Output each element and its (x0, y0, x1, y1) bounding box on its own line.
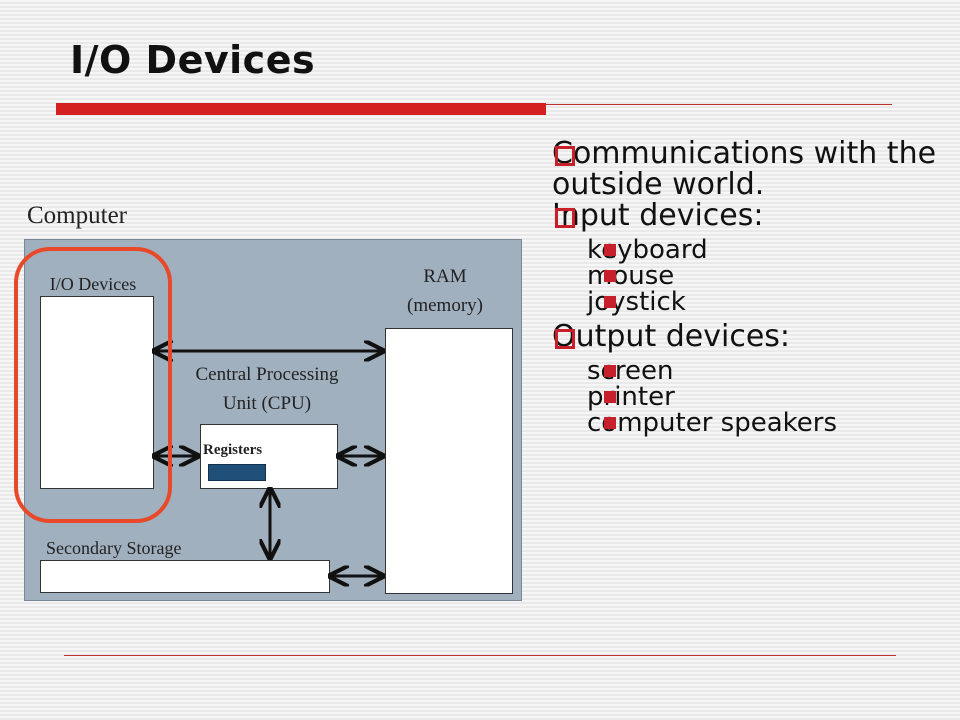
secondary-storage-label: Secondary Storage (46, 538, 182, 558)
title-underline-thin (546, 104, 892, 105)
cpu-label-line1: Central Processing (195, 364, 339, 385)
filled-square-bullet-icon (604, 244, 616, 256)
registers-block (208, 464, 266, 481)
ram-label: RAM (memory) (390, 262, 500, 320)
bullet-list: Communications with the outside world.In… (552, 138, 952, 442)
ram-label-line2: (memory) (407, 295, 483, 316)
sub-bullet-item: printer (552, 384, 952, 410)
hollow-square-bullet-icon (555, 146, 575, 166)
computer-label: Computer (27, 202, 127, 229)
sub-bullet-text: printer (587, 382, 675, 412)
ram-box (385, 328, 513, 594)
cpu-label-line2: Unit (CPU) (222, 393, 312, 414)
hollow-square-bullet-icon (555, 329, 575, 349)
sub-bullet-text: screen (587, 356, 674, 386)
ram-label-line1: RAM (423, 266, 467, 287)
registers-label: Registers (203, 442, 263, 458)
sub-bullet-item: joystick (552, 289, 952, 315)
cpu-label: Central Processing Unit (CPU) (170, 360, 364, 418)
bullet-text: Input devices: (552, 198, 764, 233)
filled-square-bullet-icon (604, 391, 616, 403)
io-devices-box (40, 296, 154, 489)
sub-bullet-item: screen (552, 358, 952, 384)
footer-rule (64, 655, 896, 656)
filled-square-bullet-icon (604, 296, 616, 308)
filled-square-bullet-icon (604, 365, 616, 377)
sub-bullet-item: keyboard (552, 237, 952, 263)
filled-square-bullet-icon (604, 417, 616, 429)
title-underline-thick (56, 103, 546, 115)
sub-bullet-item: computer speakers (552, 410, 952, 436)
io-devices-label: I/O Devices (49, 274, 137, 294)
hollow-square-bullet-icon (555, 208, 575, 228)
bullet-text: Output devices: (552, 319, 791, 354)
slide-title: I/O Devices (70, 38, 316, 82)
io-highlight-ring (14, 247, 172, 523)
sub-bullet-text: computer speakers (587, 408, 837, 438)
sub-bullet-text: mouse (587, 261, 675, 291)
sub-bullet-text: joystick (587, 287, 686, 317)
bullet-item: Communications with the outside world. (552, 138, 952, 200)
filled-square-bullet-icon (604, 270, 616, 282)
sub-bullet-item: mouse (552, 263, 952, 289)
bullet-text: Communications with the outside world. (552, 136, 937, 202)
